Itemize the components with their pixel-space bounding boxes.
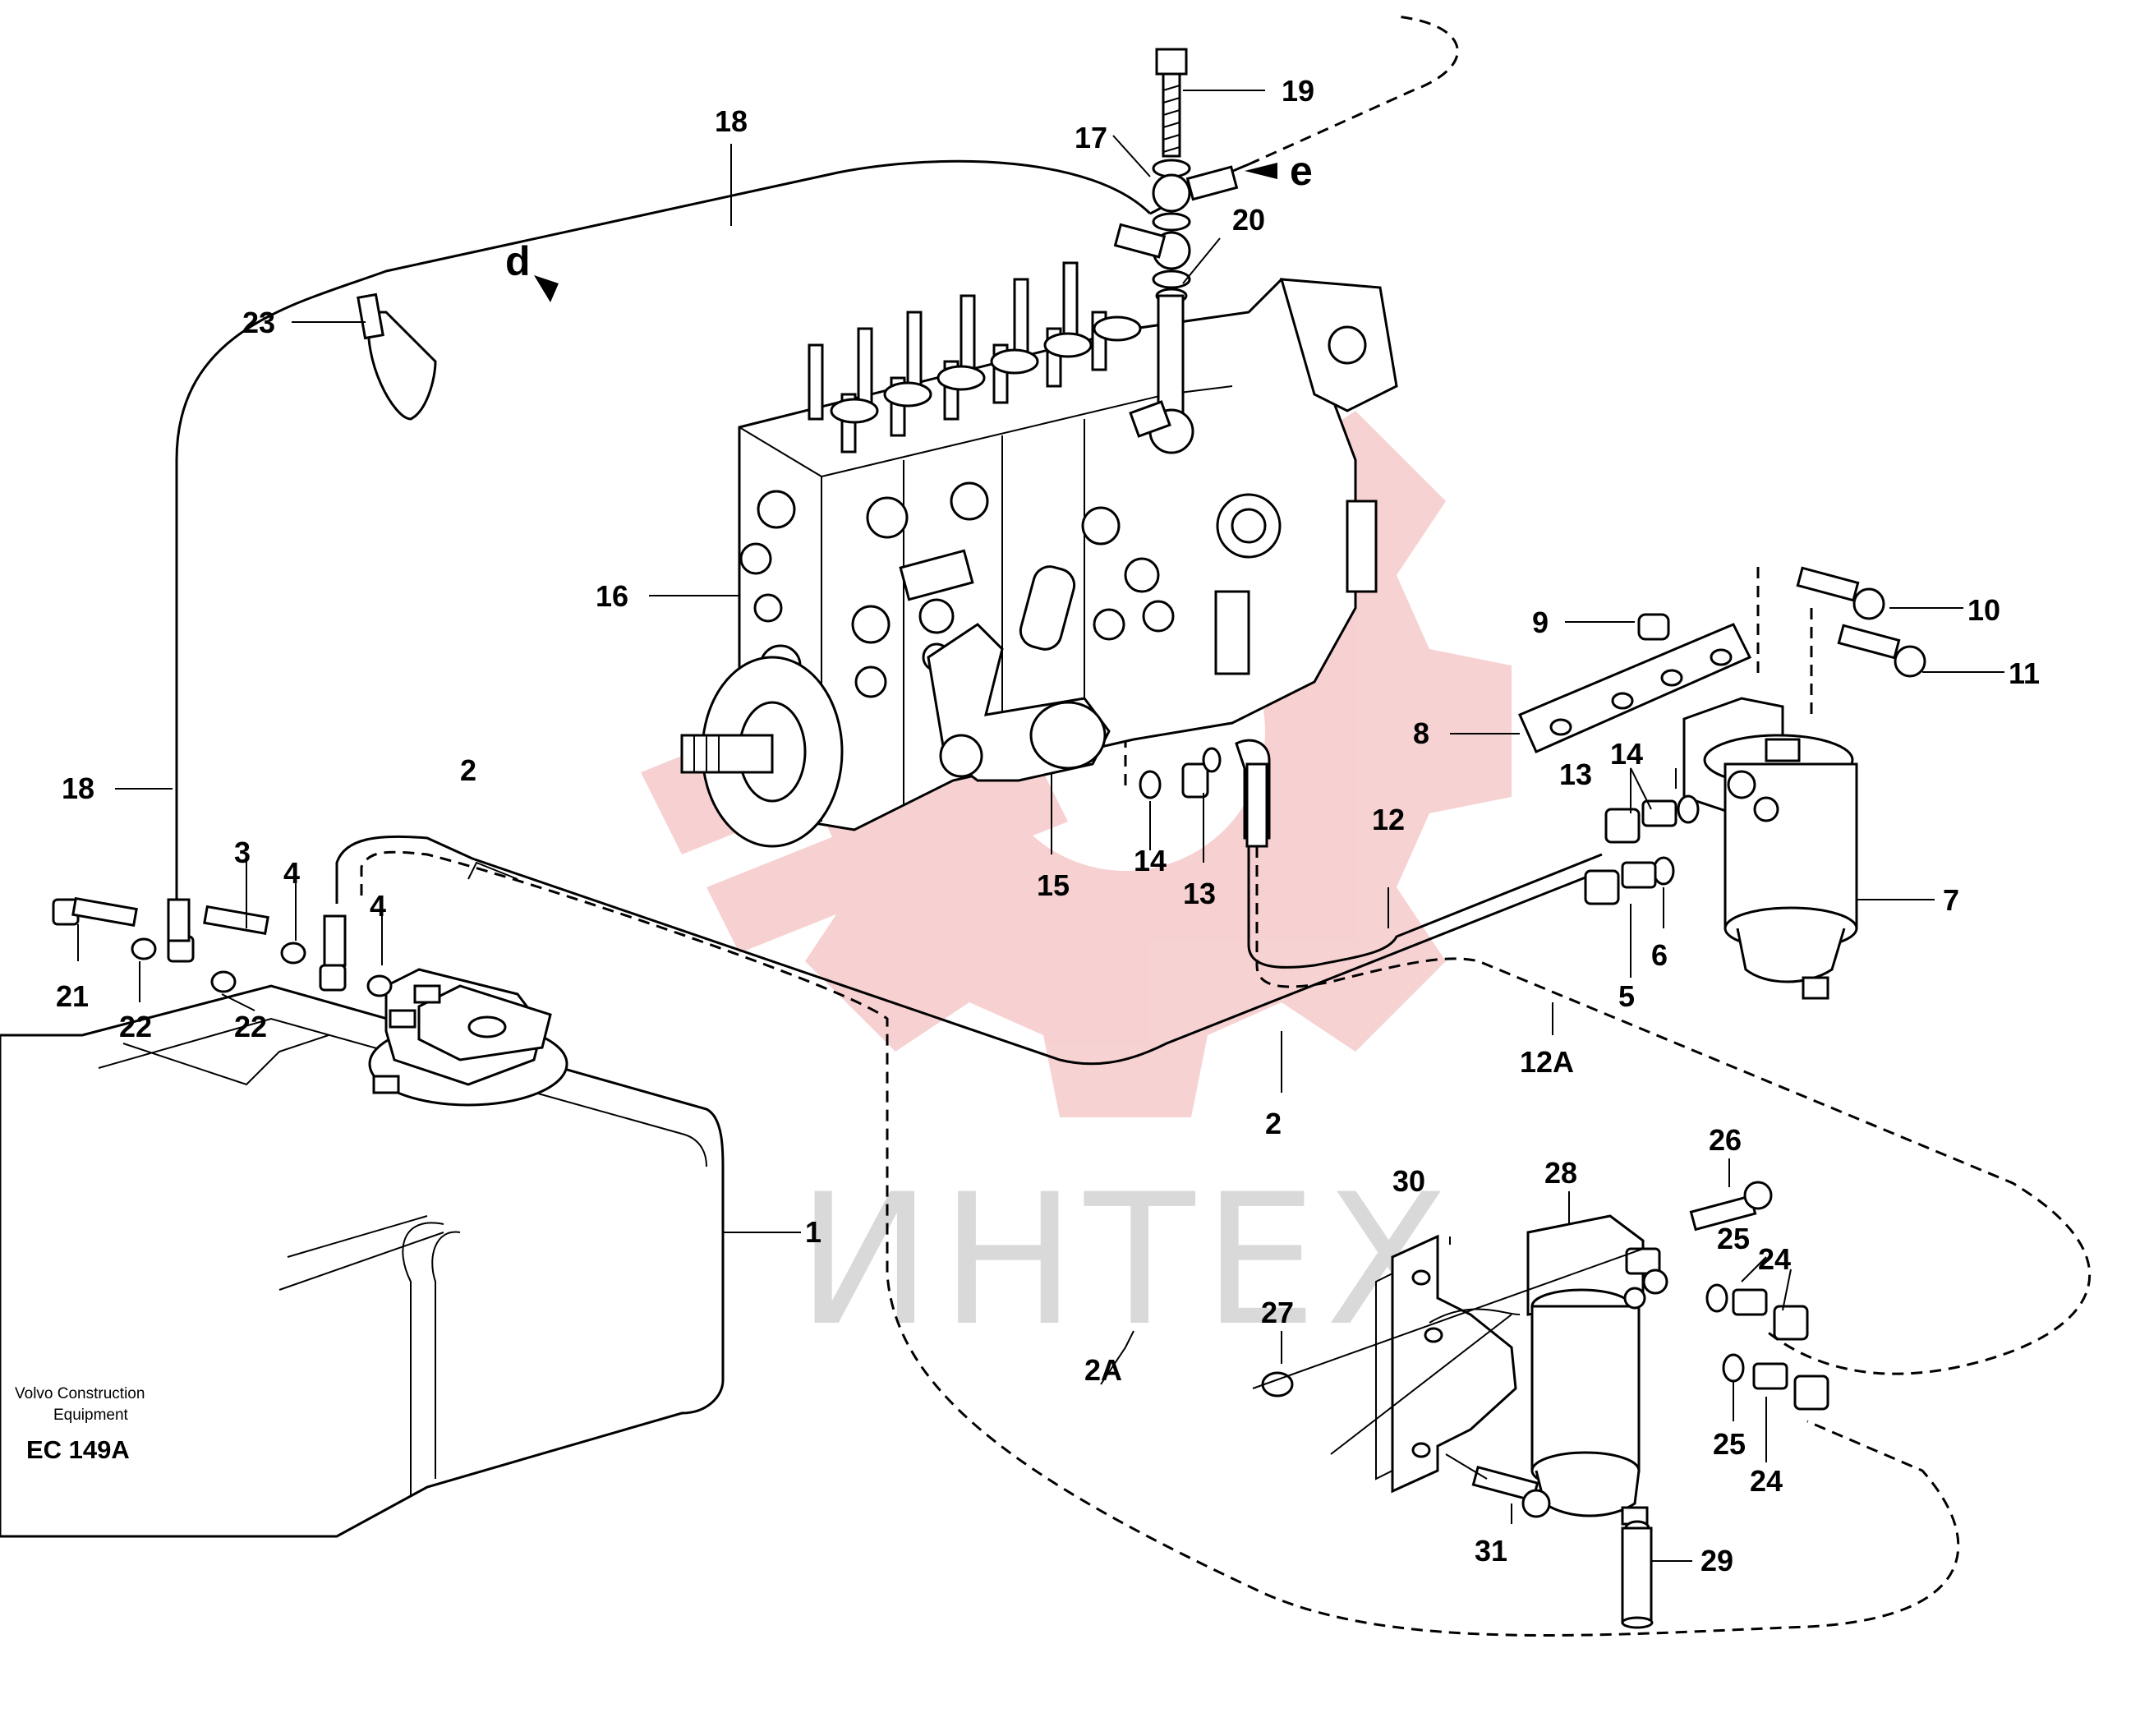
callout-7: 7: [1943, 883, 1959, 917]
callout-22-left: 22: [119, 1010, 152, 1043]
footer-company-line1: Volvo Construction: [15, 1385, 145, 1402]
footer-drawing-code: EC 149A: [26, 1435, 130, 1464]
callout-6: 6: [1651, 938, 1668, 972]
callout-2-top: 2: [460, 753, 476, 787]
callout-20: 20: [1232, 203, 1265, 237]
callout-25-top: 25: [1717, 1222, 1750, 1255]
callout-21: 21: [56, 979, 89, 1013]
callout-2-bottom: 2: [1265, 1107, 1282, 1140]
fuel-filter-28: [1526, 1214, 1668, 1629]
injection-pump: [680, 261, 1398, 848]
letter-d: d: [505, 238, 531, 284]
callout-1: 1: [805, 1215, 821, 1249]
callout-27: 27: [1261, 1296, 1294, 1329]
callout-15: 15: [1037, 868, 1070, 902]
callout-18-left: 18: [62, 771, 94, 805]
callout-3: 3: [234, 836, 251, 869]
callout-25-bottom: 25: [1713, 1427, 1746, 1461]
callout-14-right: 14: [1610, 737, 1643, 771]
callout-30: 30: [1392, 1164, 1425, 1198]
fuel-filter-7: [1682, 697, 1858, 1000]
footer-company-line2: Equipment: [53, 1407, 129, 1424]
callout-12: 12: [1372, 803, 1405, 836]
callout-2A: 2A: [1084, 1353, 1122, 1387]
leader-lines: [77, 90, 2004, 1562]
letter-e: e: [1290, 148, 1313, 194]
letter-markers: d e: [505, 148, 1313, 302]
feed-pump: [927, 565, 1111, 782]
callout-4-left: 4: [283, 856, 300, 890]
arrow-d-icon: [534, 275, 559, 302]
tank-fittings: [52, 896, 441, 1094]
pump-studs: [808, 261, 1142, 454]
callout-8: 8: [1413, 716, 1429, 750]
callout-14-left: 14: [1134, 844, 1167, 877]
fuel-lines: [175, 15, 2092, 1637]
filter-bracket-30: [1375, 1234, 1521, 1494]
callout-18-top: 18: [715, 104, 748, 138]
callout-17: 17: [1075, 121, 1107, 154]
callout-19: 19: [1282, 74, 1314, 108]
pump-inlet-fittings: [1139, 739, 1271, 848]
callout-24-bottom: 24: [1750, 1464, 1783, 1498]
callout-5: 5: [1618, 979, 1635, 1013]
callout-12A: 12A: [1520, 1045, 1574, 1079]
callout-11: 11: [2009, 656, 2040, 690]
filter-fittings: [1584, 794, 1700, 905]
callout-13-left: 13: [1183, 877, 1216, 910]
callout-26: 26: [1709, 1123, 1742, 1157]
callout-labels: 1 2 2 2A 3 4 4 5 6 7 8 9 10 11 12 12A 13…: [56, 74, 2040, 1577]
filter-28-fittings: [1261, 1181, 1829, 1518]
callout-10: 10: [1967, 593, 2000, 627]
banjo-fitting: [1113, 48, 1239, 454]
callout-29: 29: [1700, 1544, 1733, 1577]
callout-22-right: 22: [234, 1010, 267, 1043]
callout-28: 28: [1544, 1156, 1577, 1190]
callout-31: 31: [1475, 1534, 1507, 1568]
cable-tie: [357, 292, 437, 421]
callout-24-top: 24: [1758, 1242, 1791, 1276]
arrow-e-icon: [1245, 163, 1277, 179]
callout-23: 23: [242, 306, 275, 339]
footer: Volvo Construction Equipment EC 149A: [15, 1385, 145, 1464]
callout-4-right: 4: [370, 889, 386, 923]
filter-bracket: [1518, 566, 1926, 753]
callout-13-right: 13: [1559, 757, 1592, 791]
callout-9: 9: [1532, 606, 1549, 639]
callout-16: 16: [596, 579, 628, 613]
watermark-text: ИНТЕХ: [797, 1155, 1457, 1365]
